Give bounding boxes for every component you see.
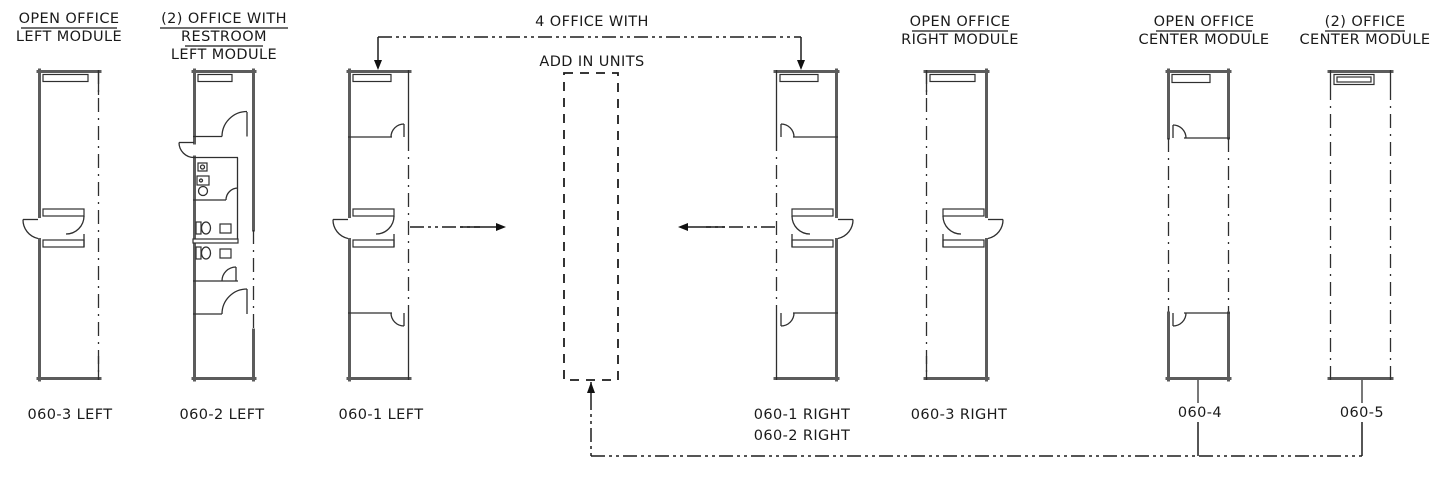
mid-reference-arrows xyxy=(410,223,775,231)
module-header-line3: LEFT MODULE xyxy=(171,47,277,63)
vestibule-wall-upper xyxy=(942,208,985,217)
center-note-line2: ADD IN UNITS xyxy=(539,54,644,70)
arrowhead-left xyxy=(678,223,688,231)
module-label: 060-2 LEFT xyxy=(180,407,265,423)
module-060-5: (2) OFFICE CENTER MODULE 060-5 xyxy=(1300,14,1431,456)
module-header-line1: OPEN OFFICE xyxy=(910,14,1011,30)
door-swing-arc-inner xyxy=(942,215,962,235)
module-header-line2: RIGHT MODULE xyxy=(901,32,1019,48)
center-add-in-units: 4 OFFICE WITH ADD IN UNITS xyxy=(535,14,649,381)
door-swing-arc xyxy=(225,187,239,201)
restroom-fixture xyxy=(219,223,232,234)
window-storefront xyxy=(779,73,819,83)
arrowhead-up xyxy=(587,382,595,393)
module-label-line1: 060-1 RIGHT xyxy=(754,407,851,423)
module-060-3-left: OPEN OFFICE LEFT MODULE 060-3 LEFT xyxy=(16,11,122,423)
toilet-tank xyxy=(195,221,202,235)
connector-top xyxy=(374,36,805,70)
window-storefront-inner xyxy=(1336,76,1372,83)
urinal-fixture xyxy=(197,162,208,172)
lavatory-fixture xyxy=(197,185,209,197)
center-note-line1: 4 OFFICE WITH xyxy=(535,14,649,30)
connector-bottom xyxy=(587,382,1362,457)
door-swing-arc xyxy=(221,288,248,315)
vestibule-wall-upper xyxy=(791,208,834,217)
module-060-2-left: (2) OFFICE WITH RESTROOM LEFT MODULE xyxy=(160,11,288,423)
door-swing-arc-inner xyxy=(375,215,395,235)
door-swing-arc xyxy=(780,123,795,138)
module-header-line2: CENTER MODULE xyxy=(1139,32,1270,48)
module-label: 060-5 xyxy=(1340,405,1384,421)
vestibule-wall-lower xyxy=(42,239,85,248)
partition-stall xyxy=(192,238,239,244)
vestibule-wall-lower xyxy=(352,239,395,248)
window-storefront xyxy=(42,73,89,83)
window-storefront xyxy=(929,73,976,83)
module-header-line1: (2) OFFICE WITH xyxy=(161,11,287,27)
toilet-tank xyxy=(195,246,202,260)
vestibule-wall-lower xyxy=(791,239,834,248)
door-swing-arc xyxy=(1172,312,1187,327)
arrowhead-right xyxy=(496,223,506,231)
sink-drain xyxy=(198,178,204,183)
urinal-drain xyxy=(199,164,206,170)
toilet-bowl xyxy=(200,221,212,235)
toilet-bowl xyxy=(200,246,212,260)
door-swing-arc-exterior xyxy=(837,219,854,240)
door-swing-arc xyxy=(221,266,237,282)
door-swing-arc xyxy=(390,312,405,327)
module-label: 060-4 xyxy=(1178,405,1222,421)
door-swing-arc xyxy=(22,219,39,240)
door-swing-arc-exterior xyxy=(178,142,195,159)
module-header-line1: (2) OFFICE xyxy=(1325,14,1406,30)
module-label-line2: 060-2 RIGHT xyxy=(754,428,851,444)
vestibule-wall-upper xyxy=(42,208,85,217)
module-label: 060-3 LEFT xyxy=(28,407,113,423)
door-swing-arc-exterior xyxy=(987,219,1004,240)
window-storefront xyxy=(352,73,392,83)
vestibule-wall-upper xyxy=(352,208,395,217)
module-060-4: OPEN OFFICE CENTER MODULE 060-4 xyxy=(1139,14,1270,456)
door-swing-arc-inner xyxy=(791,215,811,235)
door-swing-arc xyxy=(221,110,248,137)
module-header-line2: LEFT MODULE xyxy=(16,29,122,45)
window-storefront xyxy=(1171,73,1211,84)
add-in-unit-dashed-outline xyxy=(563,72,619,381)
module-label: 060-3 RIGHT xyxy=(911,407,1008,423)
door-swing-arc xyxy=(780,312,795,327)
vestibule-wall-lower xyxy=(942,239,985,248)
arrowhead-down-right xyxy=(797,60,805,70)
arrowhead-down-left xyxy=(374,60,382,70)
restroom-fixture xyxy=(219,248,232,259)
module-label: 060-1 LEFT xyxy=(339,407,424,423)
module-header-line2: CENTER MODULE xyxy=(1300,32,1431,48)
door-swing-arc-inner xyxy=(65,215,85,235)
door-swing-arc xyxy=(390,123,405,138)
module-060-1-left: 060-1 LEFT xyxy=(332,68,424,423)
module-header-line2: RESTROOM xyxy=(181,29,267,45)
module-060-3-right: OPEN OFFICE RIGHT MODULE 060-3 RIGHT xyxy=(901,14,1019,423)
window-storefront xyxy=(197,73,233,83)
module-header-line1: OPEN OFFICE xyxy=(1154,14,1255,30)
module-header-line1: OPEN OFFICE xyxy=(19,11,120,27)
door-swing-arc-exterior xyxy=(332,219,349,240)
module-060-1-2-right: 060-1 RIGHT 060-2 RIGHT xyxy=(754,68,854,444)
door-swing-arc xyxy=(1172,124,1187,139)
